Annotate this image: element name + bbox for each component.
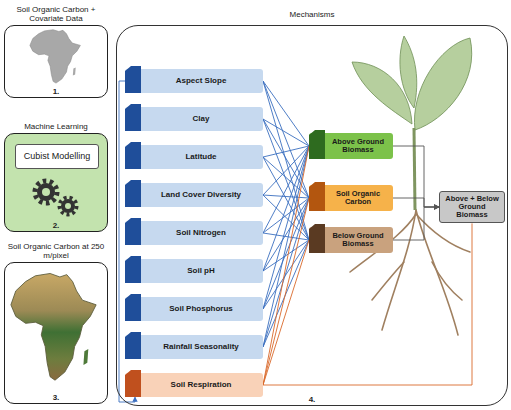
tab-marker xyxy=(125,256,141,283)
covariate-box: Soil Nitrogen xyxy=(125,221,263,245)
box-label: Clay xyxy=(193,115,210,124)
box-label: Latitude xyxy=(185,153,216,162)
connector xyxy=(263,146,309,157)
leaves xyxy=(352,36,472,130)
box-label: Above + Below Ground Biomass xyxy=(444,195,500,220)
tab-marker xyxy=(309,182,325,211)
box-label: Cubist Modelling xyxy=(24,152,91,162)
box-label: Soil Respiration xyxy=(171,381,232,390)
connector xyxy=(393,207,439,240)
callout-number: 1. xyxy=(5,87,107,96)
outcome-box: Soil Organic Carbon xyxy=(309,185,393,211)
tab-marker xyxy=(125,370,141,397)
connector xyxy=(263,81,309,240)
connector xyxy=(263,240,309,309)
connector xyxy=(263,198,309,385)
tab-marker xyxy=(309,130,325,159)
panel-heading: Soil Organic Carbon + Covariate Data xyxy=(1,5,111,23)
box-label: Land Cover Diversity xyxy=(161,191,241,200)
connector xyxy=(263,146,309,271)
connector xyxy=(263,198,309,347)
connector xyxy=(263,240,309,385)
panel-heading: Mechanisms xyxy=(113,10,511,19)
connector xyxy=(263,146,309,347)
connector xyxy=(263,119,309,146)
callout-number: 3. xyxy=(5,393,107,402)
input-panel: Soil Organic Carbon + Covariate Data1. xyxy=(4,25,108,98)
outcome-box: Above Ground Biomass xyxy=(309,133,393,159)
gear-icon xyxy=(35,181,77,215)
method-box: Cubist Modelling xyxy=(15,144,99,169)
covariate-box: Aspect Slope xyxy=(125,69,263,93)
callout-number: 2. xyxy=(5,221,107,230)
connector xyxy=(263,198,309,271)
mechanism-panel: Mechanisms4.Aspect SlopeClayLatitudeLand… xyxy=(116,25,508,406)
box-label: Soil Nitrogen xyxy=(176,229,226,238)
panel-heading: Soil Organic Carbon at 250 m/pixel xyxy=(1,242,111,260)
box-label: Soil Organic Carbon xyxy=(327,190,389,207)
connector xyxy=(263,195,309,198)
tab-marker xyxy=(125,218,141,245)
covariate-box: Soil pH xyxy=(125,259,263,283)
covariate-box: Soil Respiration xyxy=(125,373,263,397)
box-label: Soil pH xyxy=(187,267,215,276)
outcome-box: Below Ground Biomass xyxy=(309,227,393,253)
tab-marker xyxy=(125,332,141,359)
tab-marker xyxy=(125,180,141,207)
africa-map-soc xyxy=(11,273,96,380)
model-panel: Machine Learning2.Cubist Modelling xyxy=(4,133,108,232)
box-label: Below Ground Biomass xyxy=(327,232,389,249)
box-label: Rainfall Seasonality xyxy=(163,343,239,352)
covariate-box: Soil Phosphorus xyxy=(125,297,263,321)
covariate-box: Clay xyxy=(125,107,263,131)
connector xyxy=(263,223,472,385)
tab-marker xyxy=(125,104,141,131)
africa-map-grey xyxy=(30,30,80,83)
connector xyxy=(393,198,439,207)
tab-marker xyxy=(125,142,141,169)
box-label: Above Ground Biomass xyxy=(327,138,389,155)
tab-marker xyxy=(125,66,141,93)
box-label: Aspect Slope xyxy=(176,77,227,86)
covariate-box: Land Cover Diversity xyxy=(125,183,263,207)
output-panel: Soil Organic Carbon at 250 m/pixel3. xyxy=(4,262,108,404)
tab-marker xyxy=(309,224,325,253)
total-biomass-box: Above + Below Ground Biomass xyxy=(439,191,505,224)
covariate-box: Latitude xyxy=(125,145,263,169)
box-label: Soil Phosphorus xyxy=(169,305,233,314)
connector xyxy=(393,146,439,207)
panel-heading: Machine Learning xyxy=(1,122,111,131)
connector xyxy=(263,240,309,347)
connector xyxy=(263,146,309,385)
tab-marker xyxy=(125,294,141,321)
covariate-box: Rainfall Seasonality xyxy=(125,335,263,359)
connector xyxy=(263,195,309,240)
